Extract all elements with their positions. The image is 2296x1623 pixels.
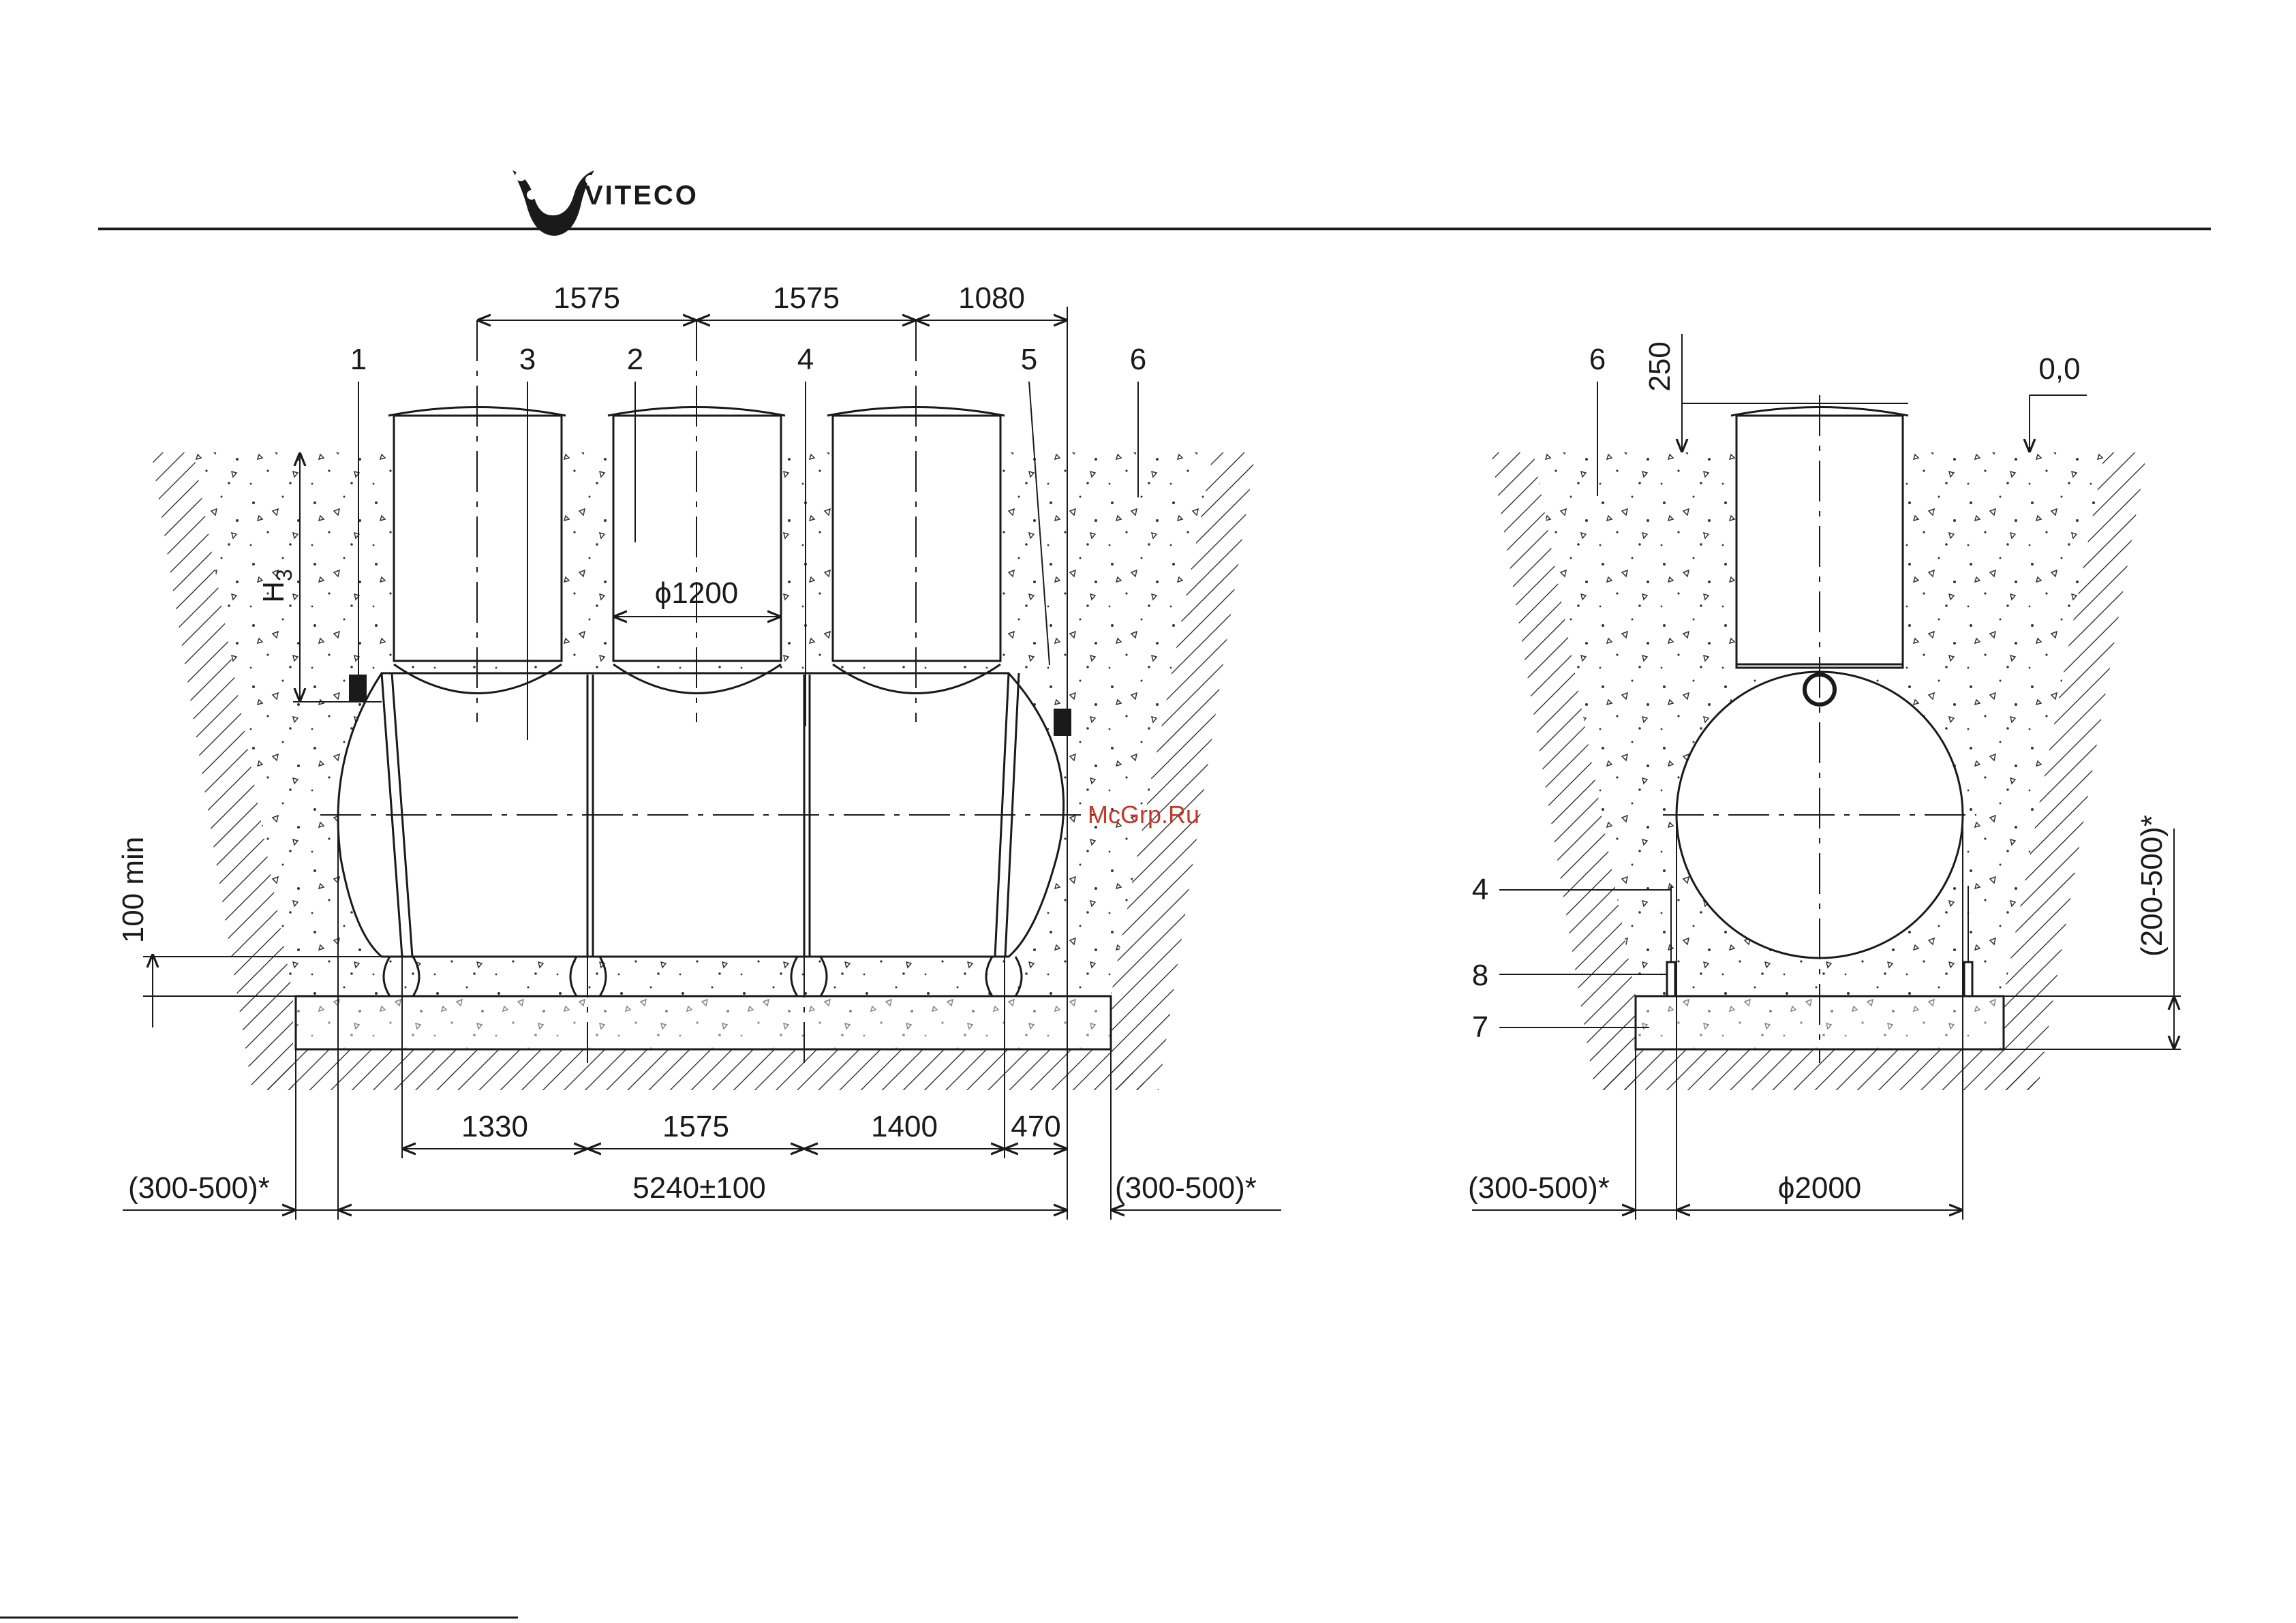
callout-6: 6 <box>1130 343 1146 376</box>
end-support-right <box>1964 962 1972 996</box>
end-pit-bottom <box>1602 1049 2045 1090</box>
callout-3: 3 <box>519 343 536 376</box>
end-callout-4: 4 <box>1472 873 1488 906</box>
dim-bottom-4: 470 <box>1011 1110 1060 1143</box>
neck-height: 250 <box>1643 341 1677 391</box>
dim-top-1: 1575 <box>553 281 620 315</box>
dim-bottom-2: 1575 <box>662 1110 729 1143</box>
end-callout-8: 8 <box>1472 959 1488 992</box>
neck-diameter: ϕ1200 <box>655 576 739 610</box>
callout-1: 1 <box>350 343 367 376</box>
callout-2: 2 <box>627 343 643 376</box>
inlet-nozzle <box>349 675 367 702</box>
base-thickness: (200-500)* <box>2135 815 2169 957</box>
dim-bottom-1: 1330 <box>461 1110 528 1143</box>
callout-4: 4 <box>797 343 814 376</box>
outlet-nozzle <box>1054 709 1071 736</box>
dim-top-3: 1080 <box>958 281 1025 315</box>
side-view: 1575 1575 1080 1 3 2 4 5 6 ϕ1200 H3 100 … <box>117 281 1281 1220</box>
dim-top-2: 1575 <box>773 281 840 315</box>
overall-length: 5240±100 <box>632 1171 765 1205</box>
brand-name: VITECO <box>585 181 699 211</box>
tank-diameter: ϕ2000 <box>1778 1171 1862 1205</box>
right-clearance: (300-500)* <box>1115 1171 1257 1205</box>
watermark: McGrp.Ru <box>1088 801 1199 829</box>
end-side-clearance: (300-500)* <box>1468 1171 1610 1205</box>
min-gap: 100 min <box>117 837 150 944</box>
pit-bottom <box>259 1049 1152 1090</box>
callout-5: 5 <box>1021 343 1037 376</box>
end-callout-7: 7 <box>1472 1010 1488 1044</box>
left-clearance: (300-500)* <box>128 1171 270 1205</box>
end-view: 6 4 8 7 250 0,0 (200-500)* (300-500)* ϕ2… <box>1468 334 2181 1220</box>
viteco-logo: VITECO <box>512 170 699 236</box>
end-callout-6: 6 <box>1589 343 1606 376</box>
logo-mark-icon <box>512 170 595 236</box>
level-mark: 0,0 <box>2038 352 2080 386</box>
dim-bottom-3: 1400 <box>871 1110 938 1143</box>
end-support-left <box>1667 962 1675 996</box>
